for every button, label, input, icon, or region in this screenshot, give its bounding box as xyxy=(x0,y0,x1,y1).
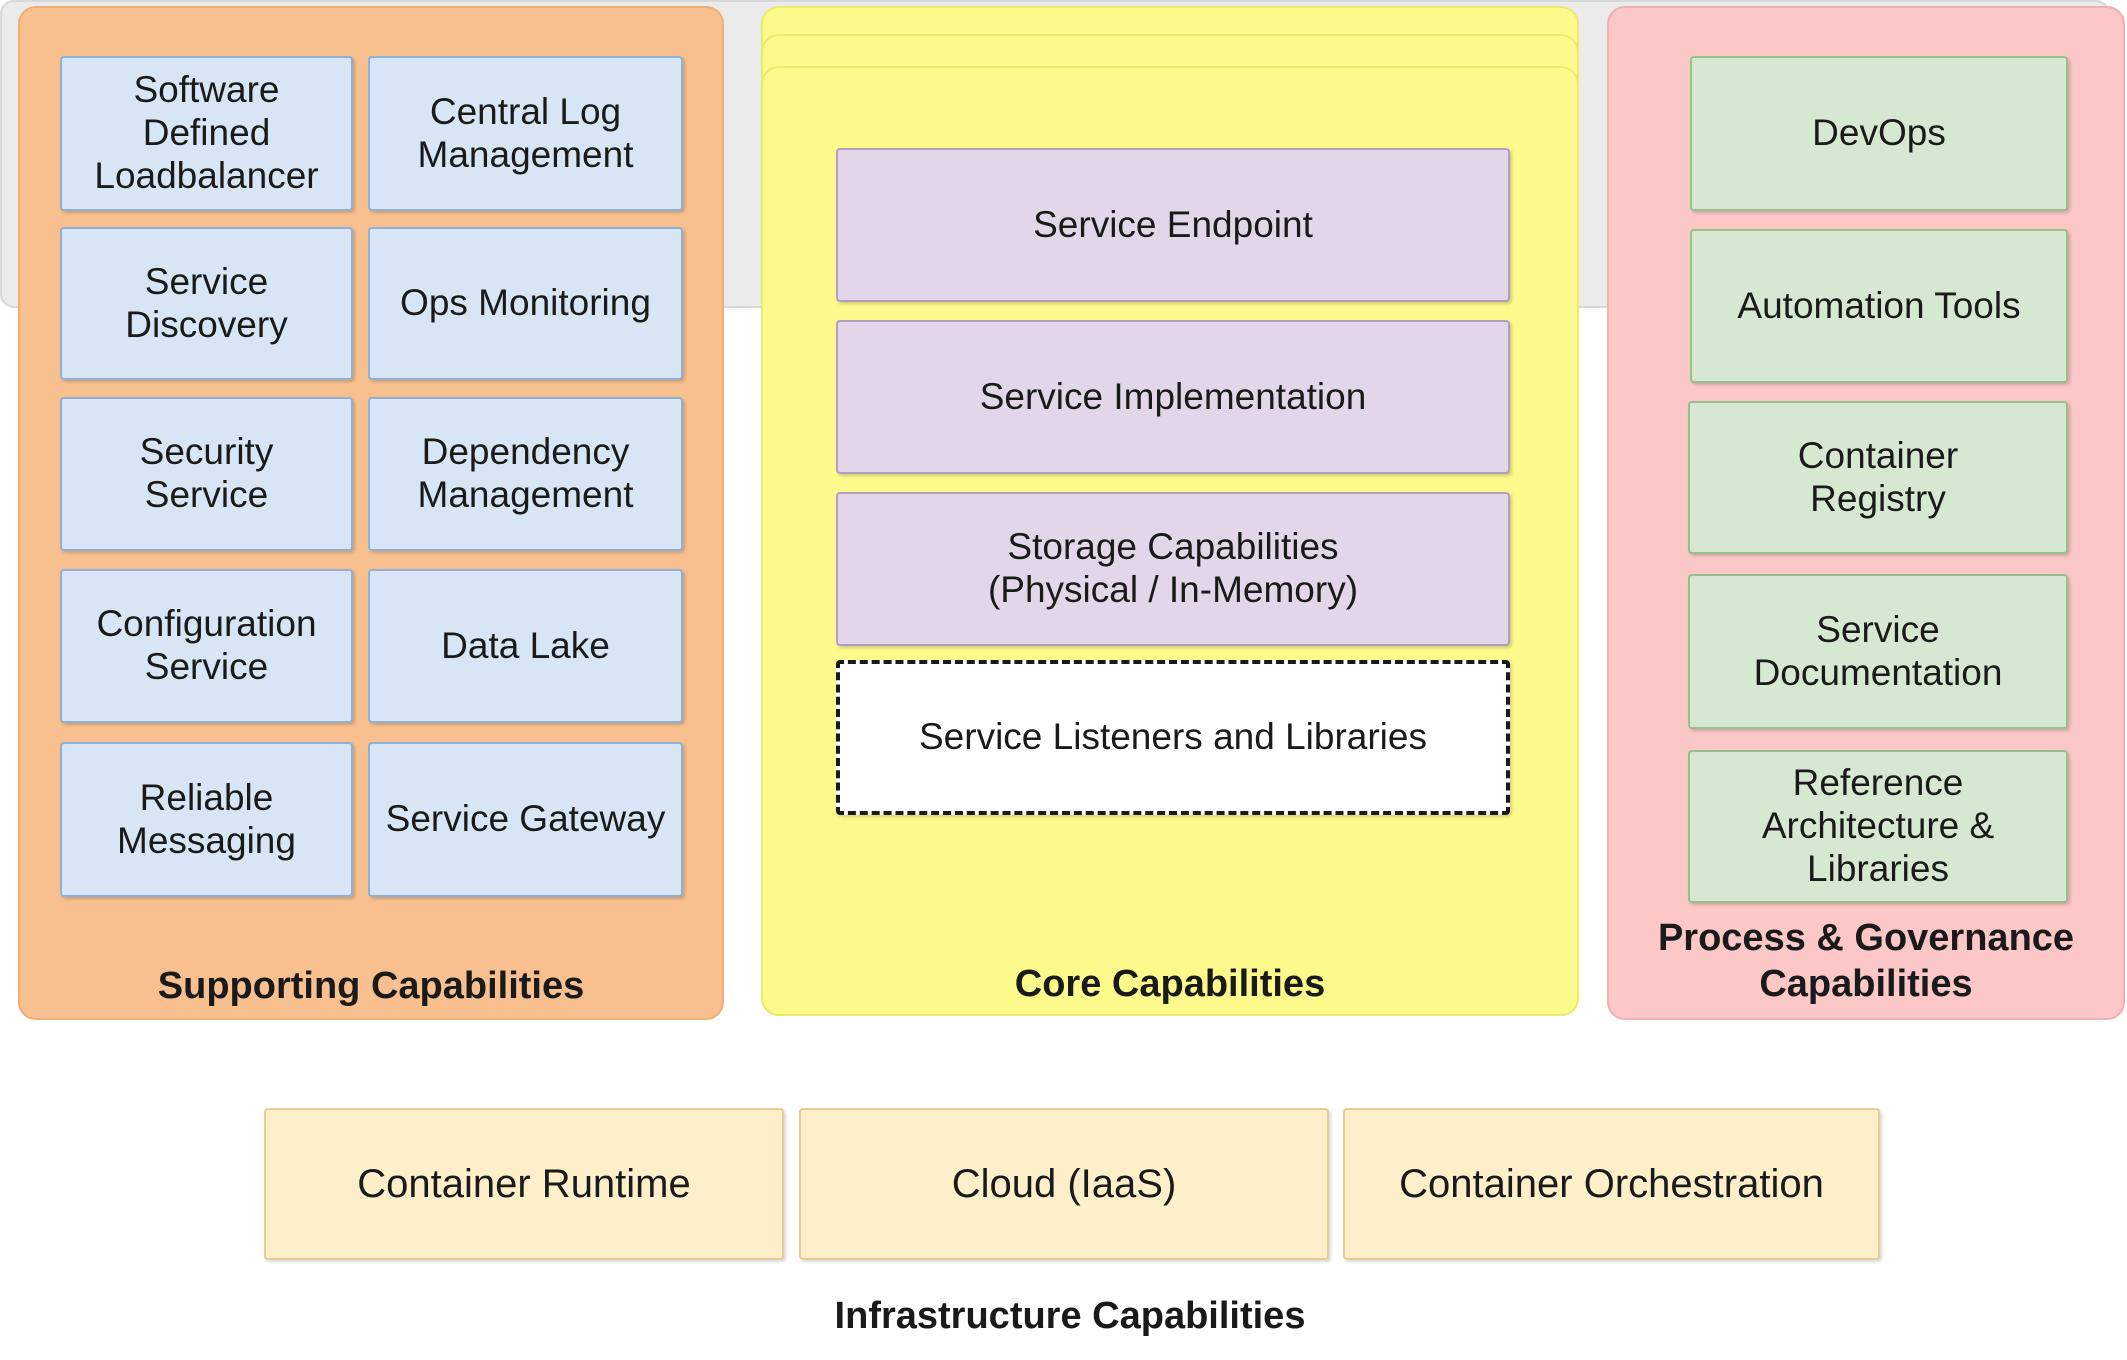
ops-monitoring-box: Ops Monitoring xyxy=(368,227,683,380)
cloud-iaas-box: Cloud (IaaS) xyxy=(799,1108,1329,1260)
service-gateway-box: Service Gateway xyxy=(368,742,683,897)
devops-box: DevOps xyxy=(1690,56,2068,211)
service-discovery-box: Service Discovery xyxy=(60,227,353,380)
process-governance-title: Process & Governance Capabilities xyxy=(1657,917,2075,1005)
box-label: Software Defined Loadbalancer xyxy=(94,69,319,196)
box-label: Container Registry xyxy=(1797,434,1959,519)
box-label: Container Runtime xyxy=(357,1161,691,1206)
box-label: Service Endpoint xyxy=(1033,203,1313,245)
box-label: Reliable Messaging xyxy=(117,776,296,861)
service-documentation-box: Service Documentation xyxy=(1688,574,2068,729)
reference-architecture-box: Reference Architecture & Libraries xyxy=(1688,750,2068,903)
reliable-messaging-box: Reliable Messaging xyxy=(60,742,353,897)
service-implementation-box: Service Implementation xyxy=(836,320,1510,474)
data-lake-box: Data Lake xyxy=(368,569,683,723)
box-label: Dependency Management xyxy=(417,431,634,515)
storage-capabilities-box: Storage Capabilities (Physical / In-Memo… xyxy=(836,492,1510,646)
box-label: Automation Tools xyxy=(1737,284,2021,326)
box-label: Container Orchestration xyxy=(1399,1161,1824,1206)
automation-tools-box: Automation Tools xyxy=(1690,229,2068,383)
software-defined-loadbalancer-box: Software Defined Loadbalancer xyxy=(60,56,353,211)
box-label: Service Documentation xyxy=(1753,608,2003,693)
box-label: Cloud (IaaS) xyxy=(951,1161,1177,1206)
box-label: Central Log Management xyxy=(417,90,634,175)
container-registry-box: Container Registry xyxy=(1688,401,2068,554)
core-capabilities-title: Core Capabilities xyxy=(1014,963,1326,1005)
service-listeners-libraries-box: Service Listeners and Libraries xyxy=(836,660,1510,815)
box-label: Storage Capabilities (Physical / In-Memo… xyxy=(987,526,1359,610)
box-label: Service Implementation xyxy=(979,375,1367,417)
infrastructure-capabilities-title: Infrastructure Capabilities xyxy=(834,1295,1306,1337)
supporting-capabilities-title: Supporting Capabilities xyxy=(157,965,585,1007)
box-label: Security Service xyxy=(139,431,274,515)
container-orchestration-box: Container Orchestration xyxy=(1343,1108,1880,1260)
security-service-box: Security Service xyxy=(60,397,353,551)
service-endpoint-box: Service Endpoint xyxy=(836,148,1510,302)
box-label: Configuration Service xyxy=(96,603,317,687)
box-label: DevOps xyxy=(1812,112,1946,154)
dependency-management-box: Dependency Management xyxy=(368,397,683,551)
box-label: Service Discovery xyxy=(125,260,288,345)
container-runtime-box: Container Runtime xyxy=(264,1108,784,1260)
central-log-management-box: Central Log Management xyxy=(368,56,683,211)
box-label: Ops Monitoring xyxy=(400,282,651,324)
box-label: Reference Architecture & Libraries xyxy=(1761,762,1995,889)
box-label: Data Lake xyxy=(441,624,610,666)
configuration-service-box: Configuration Service xyxy=(60,569,353,723)
box-label: Service Listeners and Libraries xyxy=(919,716,1427,758)
box-label: Service Gateway xyxy=(385,798,666,840)
